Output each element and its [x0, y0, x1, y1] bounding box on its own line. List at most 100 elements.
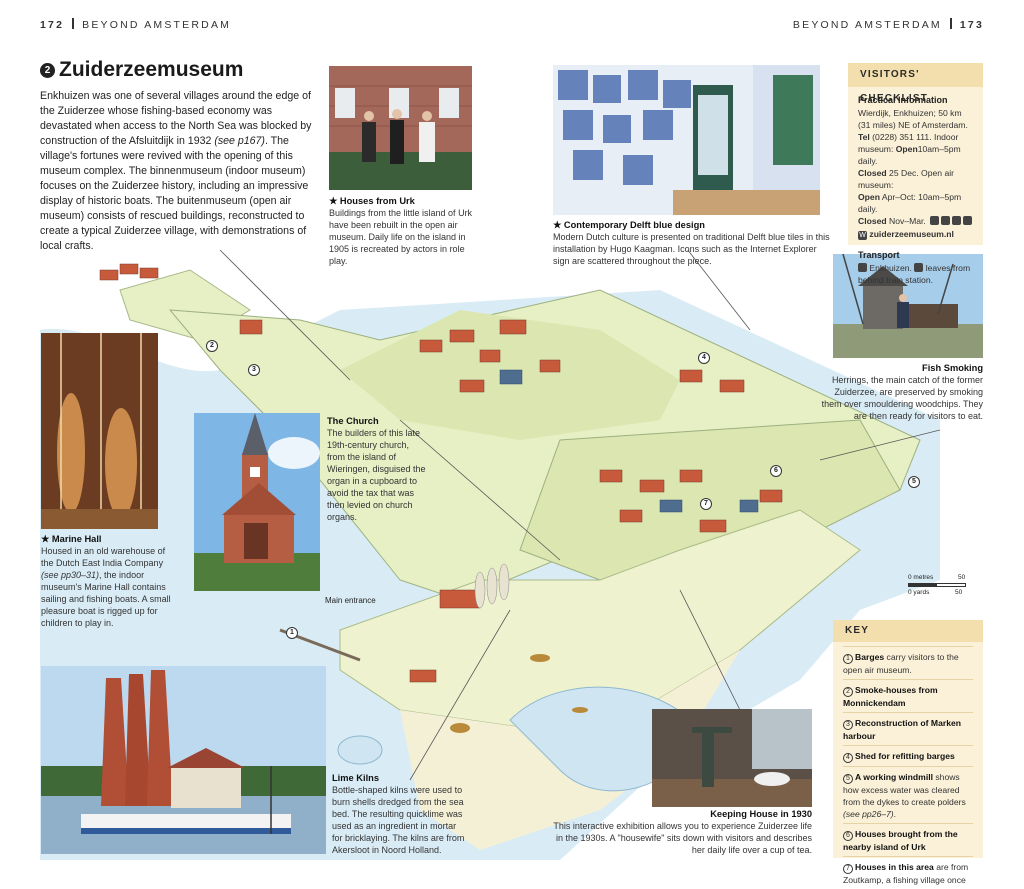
caption-title: ★ Marine Hall [41, 534, 102, 544]
key-title: Smoke-houses from Monnickendam [843, 685, 938, 708]
scale-yards-value: 50 [955, 589, 963, 596]
photo-marine-hall [41, 333, 158, 529]
key-page-ref: (see pp26–7) [843, 809, 894, 819]
key-title: A working windmill [855, 772, 933, 782]
caption-text: This interactive exhibition allows you t… [553, 821, 812, 855]
scale-metres-label: 0 metres [908, 574, 934, 581]
key-title: Barges [855, 652, 885, 662]
scale-yards-label: 0 yards [908, 589, 930, 596]
key-title: Reconstruction of Marken harbour [843, 718, 962, 741]
key-number: 4 [843, 753, 853, 763]
map-pin-1[interactable]: 1 [286, 627, 298, 639]
caption-marine-hall: ★ Marine Hall Housed in an old warehouse… [41, 533, 171, 629]
train-icon [858, 263, 867, 272]
caption-keeping-house: Keeping House in 1930 This interactive e… [552, 808, 812, 856]
key-number: 3 [843, 720, 853, 730]
open-air-hours: Apr–Oct: 10am–5pm daily. [858, 192, 962, 214]
open-label: Open [895, 144, 918, 154]
visitors-checklist-panel: VISITORS' CHECKLIST Practical Informatio… [848, 63, 983, 285]
checklist-heading: VISITORS' CHECKLIST [848, 63, 983, 104]
section-title-right: BEYOND AMSTERDAM [792, 19, 942, 31]
key-number: 7 [843, 864, 853, 874]
closed-winter: Nov–Mar. [889, 216, 926, 226]
bus-icon [914, 263, 924, 272]
entry-number: 2 [40, 63, 55, 78]
train-station: Enkhuizen. [869, 263, 912, 273]
tel-label: Tel [858, 132, 870, 142]
caption-title: Keeping House in 1930 [710, 809, 812, 819]
map-pin-5[interactable]: 5 [908, 476, 920, 488]
caption-delft-blue: ★ Contemporary Delft blue design Modern … [553, 219, 833, 267]
bus-info: leaves from behind train station. [858, 263, 971, 285]
open-label: Open [858, 192, 880, 202]
caption-lime-kilns: Lime Kilns Bottle-shaped kilns were used… [332, 772, 467, 856]
map-pin-2[interactable]: 2 [206, 340, 218, 352]
closed-label: Closed [858, 168, 887, 178]
key-desc: are from Zoutkamp, a fishing village onc… [843, 862, 969, 889]
intro-text-a: Enkhuizen was one of several villages ar… [40, 90, 312, 147]
caption-text-b: , the indoor museum's Marine Hall contai… [41, 570, 171, 628]
accessibility-icon [930, 216, 940, 225]
map-pin-7[interactable]: 7 [700, 498, 712, 510]
caption-title: The Church [327, 416, 379, 426]
divider [72, 18, 75, 29]
transport-text: Enkhuizen. leaves from behind train stat… [858, 262, 973, 286]
photo-lime-kilns [41, 666, 326, 854]
photo-delft-blue-design [553, 65, 820, 215]
key-heading: KEY [833, 620, 983, 642]
page-number-right: 173 [959, 19, 984, 31]
caption-title: Lime Kilns [332, 773, 380, 783]
key-title: Houses brought from the nearby island of… [843, 829, 958, 852]
intro-text-b: . The village's fortunes were revived wi… [40, 135, 309, 252]
map-pin-4[interactable]: 4 [698, 352, 710, 364]
indoor-museum-label: Indoor museum: [858, 132, 959, 154]
key-number: 1 [843, 654, 853, 664]
tel-number: (0228) 351 111. [872, 132, 932, 142]
section-title-left: BEYOND AMSTERDAM [82, 19, 232, 31]
web-icon: W [858, 231, 867, 240]
intro-page-ref: (see p167) [214, 135, 265, 147]
caption-text-a: Housed in an old warehouse of the Dutch … [41, 546, 166, 568]
map-pin-6[interactable]: 6 [770, 465, 782, 477]
restaurant-icon [963, 216, 973, 225]
caption-houses-from-urk: ★ Houses from Urk Buildings from the lit… [329, 195, 479, 267]
key-number: 2 [843, 687, 853, 697]
page-number-left: 172 [40, 19, 65, 31]
running-head-left: 172 BEYOND AMSTERDAM [40, 18, 231, 31]
indoor-hours: 10am–5pm daily. [858, 144, 961, 166]
transport-heading: Transport [858, 250, 900, 260]
photo-keeping-house [652, 709, 812, 807]
key-desc: shows how excess water was cleared from … [843, 772, 966, 807]
map-pin-3[interactable]: 3 [248, 364, 260, 376]
address-text: Wierdijk, Enkhuizen; 50 km (31 miles) NE… [858, 108, 968, 130]
practical-info-heading: Practical Information [858, 95, 948, 105]
caption-text: Bottle-shaped kilns were used to burn sh… [332, 785, 465, 855]
photo-the-church [194, 413, 320, 591]
main-entrance-label: Main entrance [325, 596, 376, 605]
website-link[interactable]: zuiderzeemuseum.nl [869, 229, 954, 239]
caption-the-church: The Church The builders of this late 19t… [327, 415, 427, 523]
key-number: 5 [843, 774, 853, 784]
caption-fish-smoking: Fish Smoking Herrings, the main catch of… [818, 362, 983, 422]
divider [949, 18, 952, 29]
cafe-icon [941, 216, 951, 225]
key-number: 6 [843, 831, 853, 841]
photo-houses-from-urk [329, 66, 472, 190]
key-desc-tail: . [893, 809, 897, 819]
caption-title: Fish Smoking [922, 363, 983, 373]
closed-label: Closed [858, 216, 887, 226]
caption-text: Buildings from the little island of Urk … [329, 208, 473, 266]
shop-icon [952, 216, 962, 225]
caption-title: ★ Contemporary Delft blue design [553, 220, 705, 230]
scale-bar [908, 583, 966, 587]
caption-text: Modern Dutch culture is presented on tra… [553, 232, 830, 266]
